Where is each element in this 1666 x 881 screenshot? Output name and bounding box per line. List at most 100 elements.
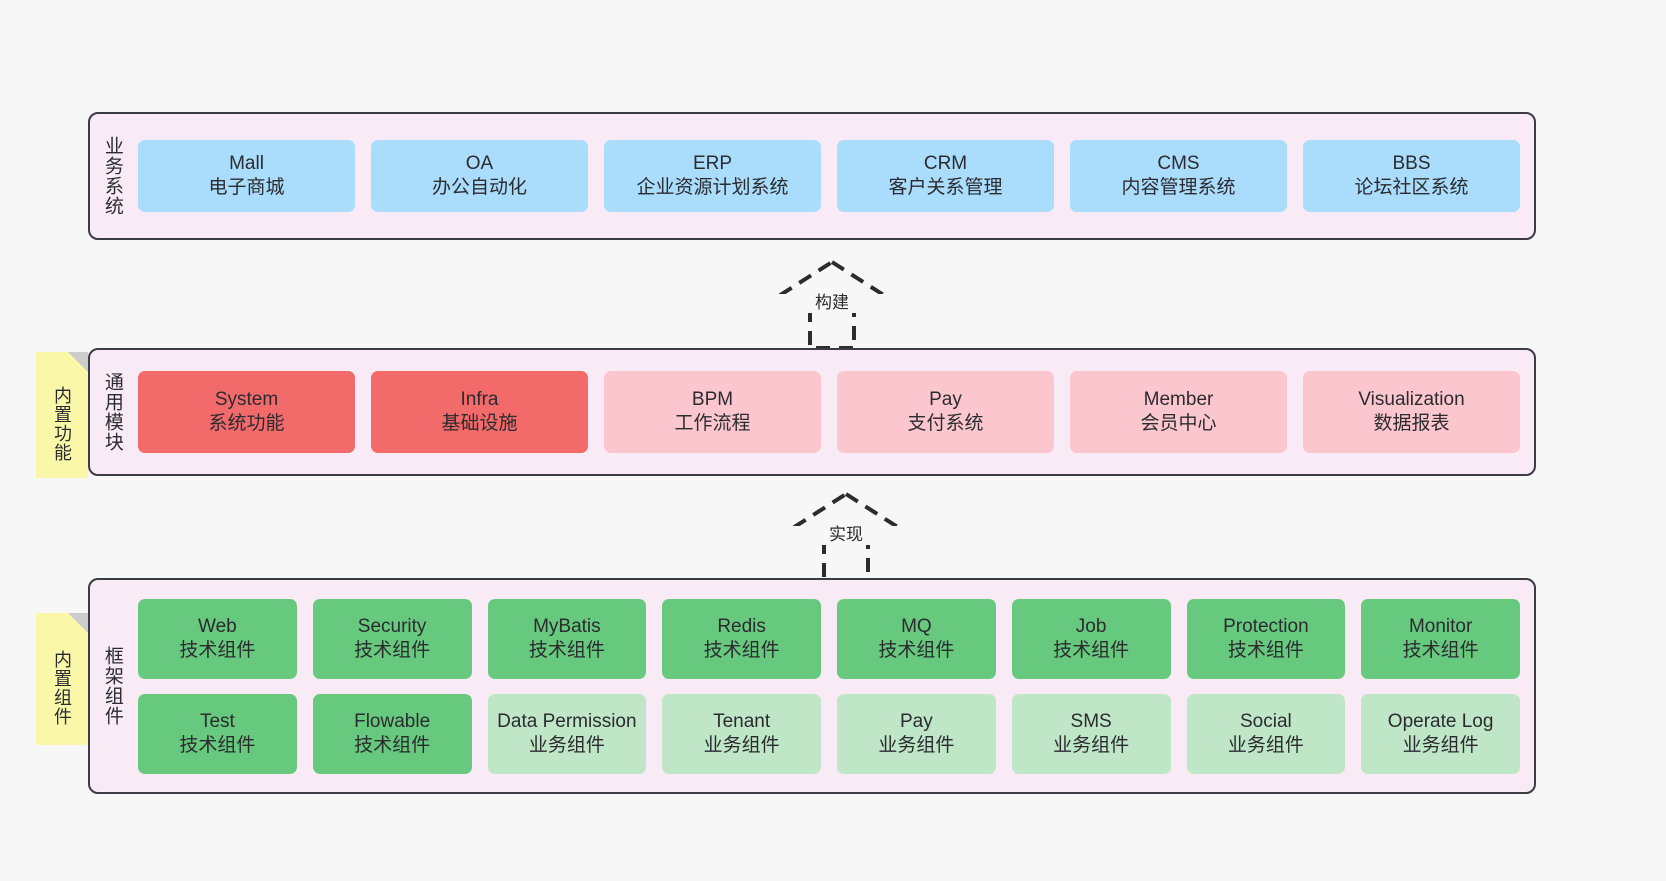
generalization-arrow-implement-glyph bbox=[767, 491, 925, 582]
card-sms-cn: 业务组件 bbox=[1053, 734, 1130, 756]
card-mall-cn: 电子商城 bbox=[208, 177, 285, 198]
card-crm[interactable]: CRM 客户关系管理 bbox=[837, 140, 1054, 212]
card-flowable[interactable]: Flowable 技术组件 bbox=[312, 693, 472, 774]
card-data-permission[interactable]: Data Permission 业务组件 bbox=[487, 693, 647, 774]
card-test-en: Test bbox=[199, 710, 235, 732]
card-member-en: Member bbox=[1143, 389, 1214, 411]
note-builtin-function-label: 内置功能 bbox=[52, 386, 72, 462]
card-job-cn: 技术组件 bbox=[1053, 639, 1130, 661]
card-data-permission-en: Data Permission bbox=[497, 710, 637, 732]
note-builtin-component: 内置组件 bbox=[36, 613, 88, 745]
card-monitor[interactable]: Monitor 技术组件 bbox=[1361, 598, 1520, 679]
card-infra-cn: 基础设施 bbox=[441, 413, 518, 434]
card-mall[interactable]: Mall 电子商城 bbox=[138, 140, 355, 212]
card-security-cn: 技术组件 bbox=[354, 639, 431, 661]
card-erp-cn: 企业资源计划系统 bbox=[636, 177, 789, 198]
layer-framework-components-row-tech: Web 技术组件 Security 技术组件 MyBatis 技术组件 Redi… bbox=[138, 598, 1520, 679]
card-pay-component-cn: 业务组件 bbox=[878, 734, 955, 756]
card-flowable-en: Flowable bbox=[354, 710, 431, 732]
card-tenant-cn: 业务组件 bbox=[703, 734, 780, 756]
card-job-en: Job bbox=[1075, 615, 1107, 637]
card-cms-cn: 内容管理系统 bbox=[1121, 177, 1236, 198]
card-oa[interactable]: OA 办公自动化 bbox=[371, 140, 588, 212]
card-tenant[interactable]: Tenant 业务组件 bbox=[662, 693, 821, 774]
card-visualization-en: Visualization bbox=[1358, 389, 1465, 411]
card-bbs-cn: 论坛社区系统 bbox=[1354, 177, 1469, 198]
layer-business-systems-body: Mall 电子商城 OA 办公自动化 ERP 企业资源计划系统 CRM 客户关系… bbox=[134, 114, 1534, 238]
layer-business-systems-title: 业务系统 bbox=[101, 136, 123, 216]
card-protection[interactable]: Protection 技术组件 bbox=[1186, 598, 1346, 679]
generalization-arrow-build: 构建 bbox=[752, 258, 912, 350]
card-system-cn: 系统功能 bbox=[208, 413, 285, 434]
card-flowable-cn: 技术组件 bbox=[354, 734, 431, 756]
card-redis[interactable]: Redis 技术组件 bbox=[662, 598, 821, 679]
card-visualization-cn: 数据报表 bbox=[1373, 413, 1450, 434]
card-pay-module-cn: 支付系统 bbox=[907, 413, 984, 434]
card-erp[interactable]: ERP 企业资源计划系统 bbox=[604, 140, 821, 212]
card-social[interactable]: Social 业务组件 bbox=[1186, 693, 1346, 774]
layer-common-modules-row: System 系统功能 Infra 基础设施 BPM 工作流程 Pay 支付系统… bbox=[138, 371, 1520, 453]
card-pay-component[interactable]: Pay 业务组件 bbox=[837, 693, 996, 774]
card-tenant-en: Tenant bbox=[713, 710, 771, 732]
card-pay-component-en: Pay bbox=[900, 710, 933, 732]
layer-common-modules-title: 通用模块 bbox=[101, 372, 123, 452]
layer-business-systems-row: Mall 电子商城 OA 办公自动化 ERP 企业资源计划系统 CRM 客户关系… bbox=[138, 140, 1520, 212]
card-test-cn: 技术组件 bbox=[179, 734, 256, 756]
card-redis-en: Redis bbox=[717, 615, 766, 637]
card-mq[interactable]: MQ 技术组件 bbox=[837, 598, 996, 679]
card-test[interactable]: Test 技术组件 bbox=[138, 693, 297, 774]
card-data-permission-cn: 业务组件 bbox=[528, 734, 605, 756]
card-operate-log[interactable]: Operate Log 业务组件 bbox=[1361, 693, 1520, 774]
card-bpm-en: BPM bbox=[691, 389, 734, 411]
generalization-arrow-implement: 实现 bbox=[766, 490, 926, 582]
card-bpm[interactable]: BPM 工作流程 bbox=[604, 371, 821, 453]
card-job[interactable]: Job 技术组件 bbox=[1011, 598, 1171, 679]
card-web-en: Web bbox=[198, 615, 237, 637]
card-security-en: Security bbox=[357, 615, 427, 637]
layer-framework-components: 框架组件 Web 技术组件 Security 技术组件 MyBatis 技术组件… bbox=[88, 578, 1536, 794]
layer-common-modules: 通用模块 System 系统功能 Infra 基础设施 BPM 工作流程 Pay… bbox=[88, 348, 1536, 476]
card-visualization[interactable]: Visualization 数据报表 bbox=[1303, 371, 1520, 453]
note-builtin-component-label: 内置组件 bbox=[52, 650, 72, 726]
card-bbs[interactable]: BBS 论坛社区系统 bbox=[1303, 140, 1520, 212]
card-crm-en: CRM bbox=[923, 153, 968, 175]
card-erp-en: ERP bbox=[692, 153, 733, 175]
card-mq-cn: 技术组件 bbox=[878, 639, 955, 661]
card-sms[interactable]: SMS 业务组件 bbox=[1011, 693, 1171, 774]
card-mall-en: Mall bbox=[229, 153, 264, 175]
card-mybatis[interactable]: MyBatis 技术组件 bbox=[487, 598, 647, 679]
card-protection-cn: 技术组件 bbox=[1227, 639, 1304, 661]
card-pay-module-en: Pay bbox=[929, 389, 962, 411]
card-infra-en: Infra bbox=[460, 389, 499, 411]
card-monitor-cn: 技术组件 bbox=[1402, 639, 1479, 661]
card-protection-en: Protection bbox=[1223, 615, 1309, 637]
card-member-cn: 会员中心 bbox=[1140, 413, 1217, 434]
card-pay-module[interactable]: Pay 支付系统 bbox=[837, 371, 1054, 453]
card-social-cn: 业务组件 bbox=[1227, 734, 1304, 756]
card-operate-log-en: Operate Log bbox=[1387, 710, 1494, 732]
layer-framework-components-title: 框架组件 bbox=[101, 646, 123, 726]
card-mq-en: MQ bbox=[901, 615, 932, 637]
card-oa-en: OA bbox=[465, 153, 494, 175]
card-operate-log-cn: 业务组件 bbox=[1402, 734, 1479, 756]
card-social-en: Social bbox=[1240, 710, 1292, 732]
layer-framework-components-row-business: Test 技术组件 Flowable 技术组件 Data Permission … bbox=[138, 693, 1520, 774]
card-member[interactable]: Member 会员中心 bbox=[1070, 371, 1287, 453]
card-infra[interactable]: Infra 基础设施 bbox=[371, 371, 588, 453]
card-cms[interactable]: CMS 内容管理系统 bbox=[1070, 140, 1287, 212]
card-sms-en: SMS bbox=[1070, 710, 1112, 732]
card-crm-cn: 客户关系管理 bbox=[888, 177, 1003, 198]
card-web[interactable]: Web 技术组件 bbox=[138, 598, 297, 679]
card-cms-en: CMS bbox=[1157, 153, 1200, 175]
card-mybatis-cn: 技术组件 bbox=[528, 639, 605, 661]
layer-common-modules-body: System 系统功能 Infra 基础设施 BPM 工作流程 Pay 支付系统… bbox=[134, 350, 1534, 474]
layer-business-systems: 业务系统 Mall 电子商城 OA 办公自动化 ERP 企业资源计划系统 CRM… bbox=[88, 112, 1536, 240]
card-system[interactable]: System 系统功能 bbox=[138, 371, 355, 453]
generalization-arrow-build-glyph bbox=[753, 259, 911, 350]
card-bpm-cn: 工作流程 bbox=[674, 413, 751, 434]
card-system-en: System bbox=[214, 389, 279, 411]
card-security[interactable]: Security 技术组件 bbox=[312, 598, 472, 679]
card-monitor-en: Monitor bbox=[1408, 615, 1473, 637]
layer-framework-components-body: Web 技术组件 Security 技术组件 MyBatis 技术组件 Redi… bbox=[134, 580, 1534, 792]
card-oa-cn: 办公自动化 bbox=[431, 177, 527, 198]
